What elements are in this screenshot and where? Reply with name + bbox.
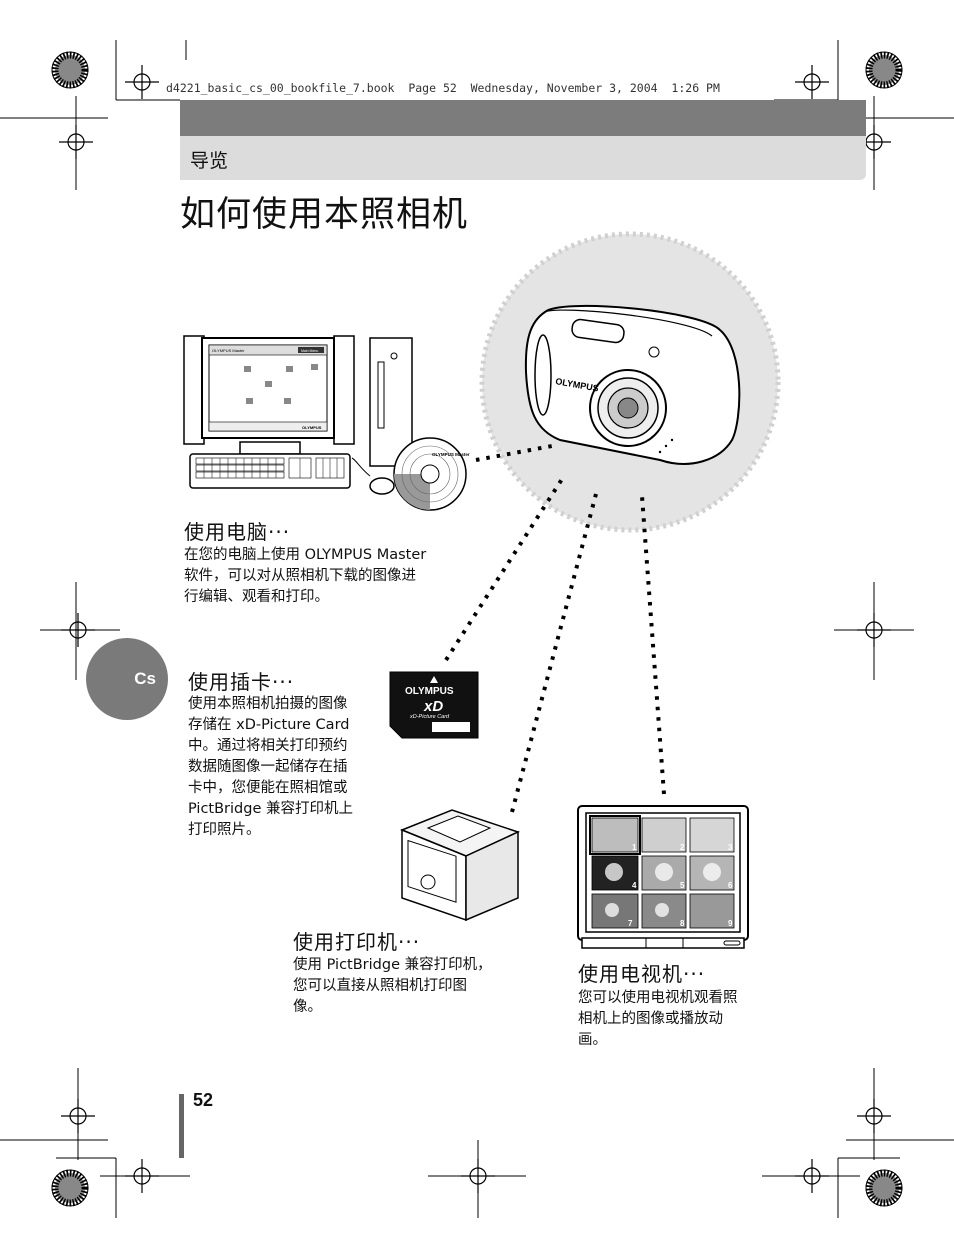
cd-label: OLYMPUS Master (432, 452, 470, 457)
thumb-number: 7 (628, 919, 633, 928)
monitor-app-title: OLYMPUS Master (212, 348, 245, 353)
body-line: 使用 PictBridge 兼容打印机， (293, 957, 492, 973)
header-band-light (180, 136, 866, 180)
page-title: 如何使用本照相机 (180, 195, 469, 235)
card-logo: xD (423, 698, 443, 715)
computer-feature-title: 使用电脑··· (184, 520, 291, 544)
thumb-number: 9 (728, 919, 733, 928)
tv-illustration: 1 2 3 4 5 6 7 8 9 (577, 805, 749, 949)
card-feature-body: 使用本照相机拍摄的图像 存储在 xD-Picture Card 中。通过将相关打… (188, 694, 378, 841)
printer-feature-title: 使用打印机··· (293, 930, 421, 954)
body-line: 您可以使用电视机观看照 (578, 990, 738, 1006)
body-line: 软件，可以对从照相机下载的图像进 (184, 568, 416, 584)
connector-lines (444, 444, 666, 813)
body-line: 数据随图像一起储存在插 (188, 759, 348, 775)
monitor-brand: OLYMPUS (302, 425, 322, 430)
tv-feature-title: 使用电视机··· (578, 962, 706, 986)
tv-feature-body: 您可以使用电视机观看照 相机上的图像或播放动 画。 (578, 988, 778, 1051)
section-label: 导览 (190, 150, 229, 172)
thumb-number: 5 (680, 881, 685, 890)
body-line: PictBridge 兼容打印机上 (188, 801, 353, 817)
thumb-number: 3 (728, 843, 733, 852)
card-subtitle: xD-Picture Card (409, 714, 450, 720)
body-line: 行编辑、观看和打印。 (184, 589, 329, 605)
tv-thumbnails (591, 817, 735, 929)
computer-feature-body: 在您的电脑上使用 OLYMPUS Master 软件，可以对从照相机下载的图像进… (184, 545, 474, 608)
card-feature-title: 使用插卡··· (188, 670, 295, 694)
xd-card-illustration: OLYMPUS xD xD-Picture Card (389, 671, 479, 739)
body-line: 卡中，您便能在照相馆或 (188, 780, 348, 796)
body-line: 中。通过将相关打印预约 (188, 738, 348, 754)
card-brand: OLYMPUS (405, 686, 454, 697)
body-line: 在您的电脑上使用 OLYMPUS Master (184, 547, 427, 563)
body-line: 使用本照相机拍摄的图像 (188, 696, 348, 712)
body-line: 画。 (578, 1032, 607, 1048)
thumb-number: 8 (680, 919, 685, 928)
body-line: 相机上的图像或播放动 (578, 1011, 723, 1027)
body-line: 打印照片。 (188, 822, 261, 838)
page-number-bar (179, 1094, 184, 1158)
header-band-dark (180, 100, 866, 136)
monitor-button: Main Menu (301, 349, 318, 353)
registration-star-targets (51, 51, 903, 1207)
computer-illustration: OLYMPUS Master Main Menu OLYMPUS (183, 335, 470, 511)
printer-illustration (399, 809, 521, 922)
thumb-number: 2 (680, 843, 685, 852)
thumb-number: 4 (632, 881, 637, 890)
language-tab: Cs (86, 638, 168, 720)
body-line: 您可以直接从照相机打印图 (293, 978, 467, 994)
thumb-number: 1 (632, 843, 637, 852)
print-header: d4221_basic_cs_00_bookfile_7.book Page 5… (166, 81, 720, 95)
printer-feature-body: 使用 PictBridge 兼容打印机， 您可以直接从照相机打印图 像。 (293, 955, 533, 1018)
camera-illustration: OLYMPUS (524, 304, 741, 465)
body-line: 像。 (293, 999, 322, 1015)
thumb-number: 6 (728, 881, 733, 890)
page-number: 52 (193, 1090, 214, 1110)
body-line: 存储在 xD-Picture Card (188, 717, 350, 733)
thumbnail-shapes (605, 863, 721, 917)
